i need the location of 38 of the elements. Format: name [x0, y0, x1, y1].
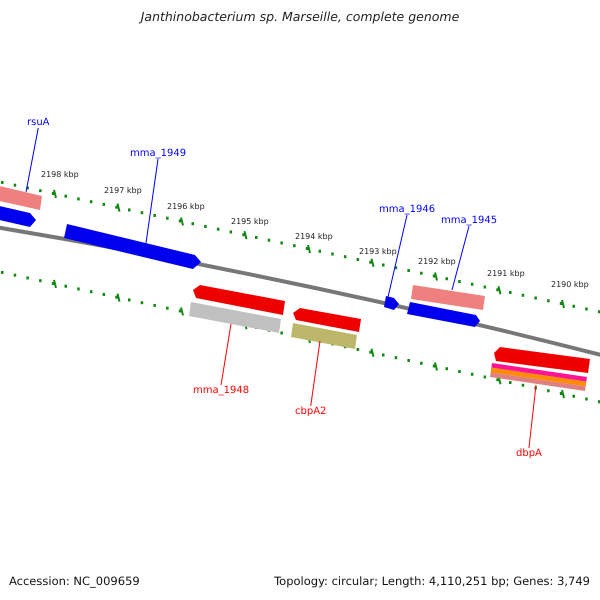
- tick-label: 2198 kbp: [41, 171, 79, 180]
- gene-feature: [64, 224, 201, 269]
- gene-feature: [0, 205, 36, 227]
- gene-label: mma_1949: [130, 148, 186, 159]
- leader-line: [220, 324, 232, 386]
- gene-label: cbpA2: [295, 406, 326, 417]
- leader-line: [146, 158, 159, 244]
- gene-feature: [411, 285, 485, 310]
- gene-label: dbpA: [516, 448, 542, 459]
- gene-feature: [407, 302, 480, 327]
- gene-feature: [291, 323, 357, 349]
- leader-line: [388, 214, 408, 298]
- accession-number: Accession: NC_009659: [9, 575, 140, 588]
- gene-label: mma_1948: [193, 385, 250, 396]
- gene-feature: [0, 185, 42, 210]
- tick-label: 2193 kbp: [359, 248, 397, 257]
- tick-label: 2192 kbp: [418, 258, 456, 267]
- leader-line: [26, 128, 39, 192]
- genome-stats: Topology: circular; Length: 4,110,251 bp; Genes: 3,749: [274, 575, 590, 588]
- leader-line: [452, 226, 470, 290]
- gene-feature: [193, 285, 285, 315]
- gene-feature: [293, 308, 361, 332]
- tick-label: 2194 kbp: [295, 233, 333, 242]
- genome-title: Janthinobacterium sp. Marseille, complete genome: [138, 10, 460, 24]
- gene-feature: [384, 296, 399, 310]
- gene-feature: [490, 363, 587, 391]
- gene-feature: [494, 347, 590, 373]
- gene-label: rsuA: [27, 117, 50, 128]
- tick-label: 2196 kbp: [167, 203, 205, 212]
- gene-label: mma_1945: [441, 215, 498, 226]
- leader-line: [528, 384, 536, 448]
- gene-label: mma_1946: [379, 204, 436, 215]
- gene-feature: [189, 302, 281, 333]
- tick-label: 2191 kbp: [487, 270, 525, 279]
- tick-label: 2195 kbp: [231, 218, 269, 227]
- tick-label: 2190 kbp: [551, 281, 589, 290]
- tick-label: 2197 kbp: [104, 187, 142, 196]
- leader-line: [310, 340, 320, 406]
